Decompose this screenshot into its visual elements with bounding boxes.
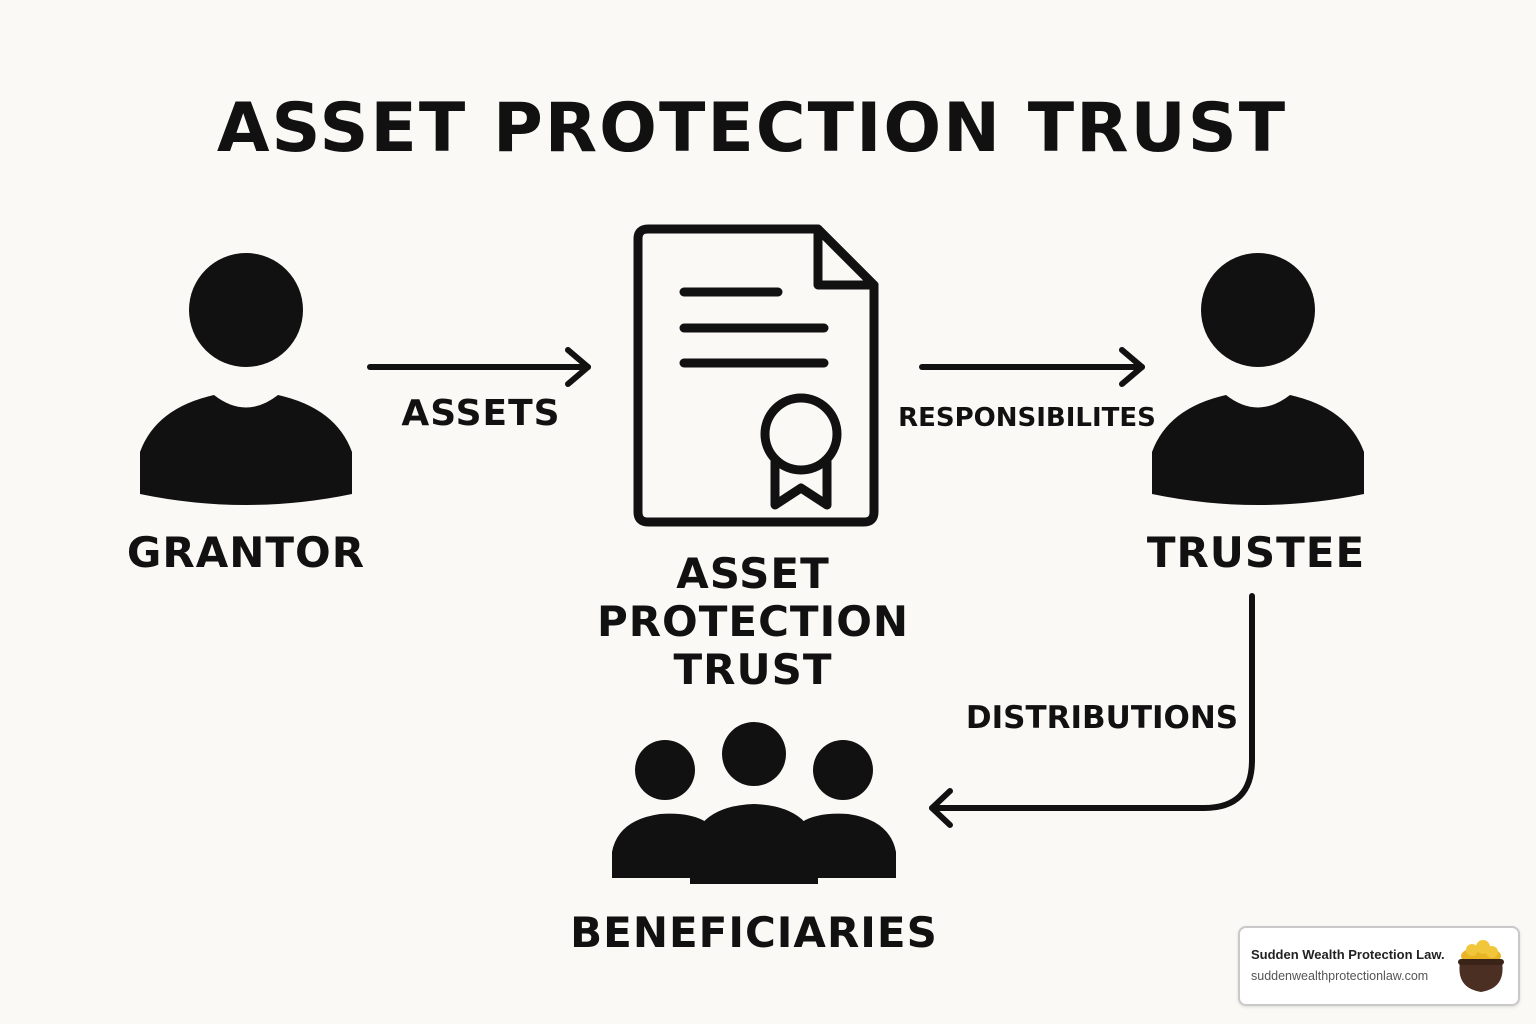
brand-name: Sudden Wealth Protection Law. — [1251, 947, 1445, 962]
gold-pot-icon — [1458, 940, 1504, 992]
group-icon — [612, 722, 896, 884]
assets-label: ASSETS — [401, 393, 560, 434]
certificate-document-icon — [633, 224, 879, 527]
trust-label-line-2: PROTECTION — [597, 597, 909, 646]
beneficiaries-node: BENEFICIARIES — [570, 722, 938, 957]
distributions-label: DISTRIBUTIONS — [966, 700, 1238, 736]
brand-badge[interactable]: Sudden Wealth Protection Law. suddenweal… — [1238, 926, 1520, 1006]
diagram-title: ASSET PROTECTION TRUST — [217, 89, 1287, 168]
grantor-person-icon — [140, 253, 352, 505]
trustee-person-icon — [1152, 253, 1364, 505]
responsibilities-arrow — [919, 347, 1145, 387]
distributions-arrow — [929, 593, 1255, 828]
trustee-node: TRUSTEE — [1147, 253, 1365, 577]
assets-arrow — [367, 347, 591, 387]
trustee-label: TRUSTEE — [1147, 528, 1365, 577]
beneficiaries-label: BENEFICIARIES — [570, 908, 938, 957]
grantor-label: GRANTOR — [127, 528, 365, 577]
trust-node: ASSET PROTECTION TRUST — [597, 224, 909, 694]
responsibilities-label: RESPONSIBILITES — [898, 403, 1156, 433]
trust-label-line-1: ASSET — [676, 549, 829, 598]
trust-label-line-3: TRUST — [674, 645, 833, 694]
brand-url[interactable]: suddenwealthprotectionlaw.com — [1251, 969, 1429, 983]
grantor-node: GRANTOR — [127, 253, 365, 577]
